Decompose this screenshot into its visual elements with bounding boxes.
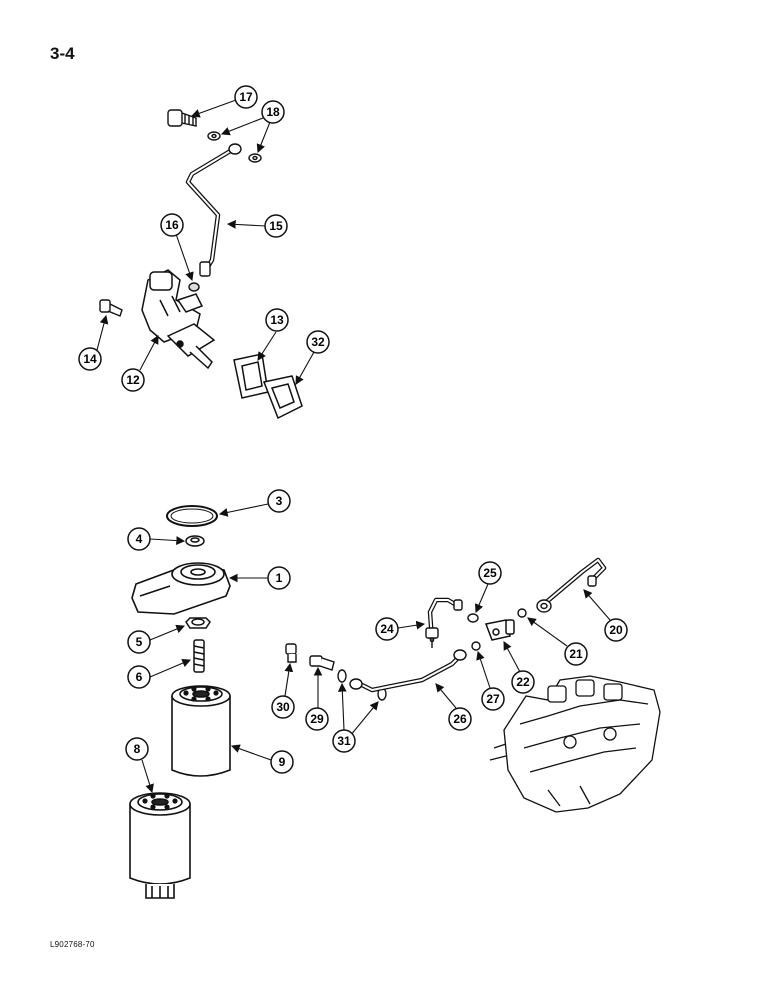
injection-pump-drawing <box>489 675 661 813</box>
svg-text:26: 26 <box>453 712 467 726</box>
svg-text:6: 6 <box>136 670 143 684</box>
callout-8: 8 <box>125 737 149 761</box>
callout-26: 26 <box>448 707 472 731</box>
callout-15: 15 <box>264 214 288 238</box>
washers-18-drawing <box>207 131 262 163</box>
callout-24: 24 <box>375 617 399 641</box>
page-number: 3-4 <box>50 44 75 63</box>
svg-text:5: 5 <box>136 635 143 649</box>
callout-25: 25 <box>478 561 502 585</box>
callout-29: 29 <box>305 707 329 731</box>
svg-text:14: 14 <box>83 352 97 366</box>
fuel-line-15-ends <box>199 143 242 277</box>
callout-31: 31 <box>332 729 356 753</box>
svg-text:32: 32 <box>311 335 325 349</box>
svg-text:29: 29 <box>310 712 324 726</box>
svg-text:1: 1 <box>276 571 283 585</box>
svg-text:20: 20 <box>609 623 623 637</box>
svg-text:3: 3 <box>276 494 283 508</box>
fitting-22-drawing <box>484 619 515 641</box>
svg-text:17: 17 <box>239 90 253 104</box>
fuel-line-24-ends <box>425 599 463 648</box>
svg-text:21: 21 <box>569 647 583 661</box>
svg-text:30: 30 <box>276 700 290 714</box>
svg-text:8: 8 <box>134 742 141 756</box>
callout-22: 22 <box>511 670 535 694</box>
callout-16: 16 <box>160 213 184 237</box>
gasket-32-drawing <box>262 375 303 420</box>
filter-head-1-drawing <box>131 562 231 615</box>
fuel-line-20-ends <box>536 575 597 613</box>
washer-25-drawing <box>467 613 479 623</box>
callout-32: 32 <box>306 330 330 354</box>
bolt-14-drawing <box>99 299 123 317</box>
svg-text:12: 12 <box>126 373 140 387</box>
bolt-30-drawing <box>285 643 297 663</box>
washer-21-drawing <box>517 608 527 618</box>
washer-27-drawing <box>471 641 481 651</box>
svg-text:9: 9 <box>279 755 286 769</box>
callout-20: 20 <box>604 618 628 642</box>
adapter-5-drawing <box>185 617 211 629</box>
stud-6-drawing <box>193 639 205 673</box>
bolt-17-drawing <box>167 109 197 127</box>
svg-text:4: 4 <box>136 532 143 546</box>
svg-text:22: 22 <box>516 675 530 689</box>
fuel-line-26-drawing <box>357 653 463 693</box>
gasket-13-drawing <box>233 353 269 399</box>
fuel-line-15-inner <box>187 149 233 271</box>
callout-18: 18 <box>261 100 285 124</box>
washer-16-drawing <box>188 282 200 292</box>
fuel-line-24-inner <box>429 599 459 641</box>
callout-3: 3 <box>267 489 291 513</box>
banjo-bolt-29-drawing <box>309 655 335 671</box>
callout-27: 27 <box>481 687 505 711</box>
svg-text:13: 13 <box>270 313 284 327</box>
callout-13: 13 <box>265 308 289 332</box>
callout-6: 6 <box>127 665 151 689</box>
svg-text:24: 24 <box>380 622 394 636</box>
fuel-line-20-inner <box>543 559 605 605</box>
callout-9: 9 <box>270 750 294 774</box>
svg-text:18: 18 <box>266 105 280 119</box>
svg-text:31: 31 <box>337 734 351 748</box>
callout-5: 5 <box>127 630 151 654</box>
callout-30: 30 <box>271 695 295 719</box>
o-ring-3-drawing <box>166 505 218 527</box>
svg-text:25: 25 <box>483 566 497 580</box>
fuel-line-26-ends <box>349 649 467 690</box>
seal-4-drawing <box>185 535 205 547</box>
fuel-line-26-inner <box>359 655 461 691</box>
svg-text:15: 15 <box>269 219 283 233</box>
callout-1: 1 <box>267 566 291 590</box>
callout-14: 14 <box>78 347 102 371</box>
svg-text:16: 16 <box>165 218 179 232</box>
svg-text:27: 27 <box>486 692 500 706</box>
callout-12: 12 <box>121 368 145 392</box>
callout-4: 4 <box>127 527 151 551</box>
callout-17: 17 <box>234 85 258 109</box>
document-code: L902768-70 <box>50 940 95 949</box>
leader-lines <box>96 99 611 794</box>
callout-21: 21 <box>564 642 588 666</box>
filter-9-drawing <box>171 685 231 777</box>
lift-pump-12-drawing <box>141 269 216 370</box>
fuel-line-15-drawing <box>185 147 235 273</box>
filter-8-drawing <box>129 792 191 899</box>
